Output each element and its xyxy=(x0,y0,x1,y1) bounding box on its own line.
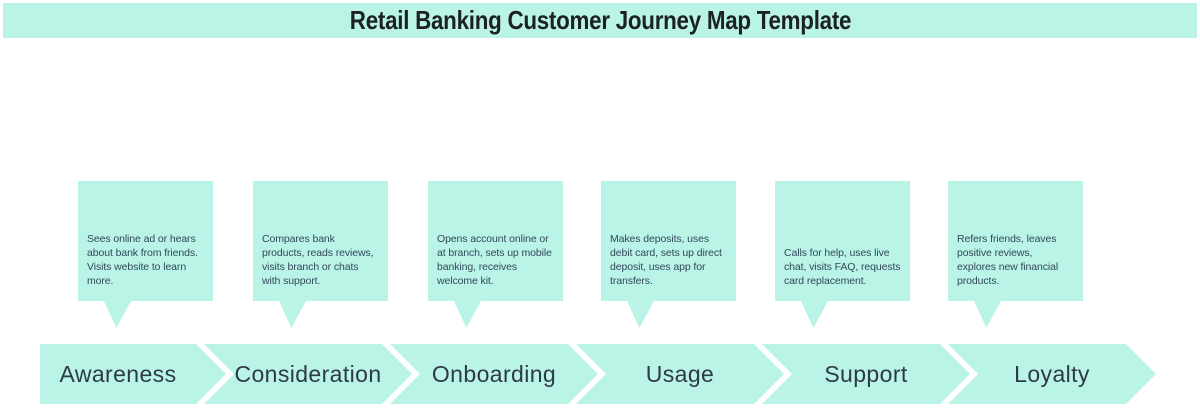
stage-support: Support xyxy=(762,344,970,404)
stage-label: Consideration xyxy=(234,360,382,387)
stage-label: Loyalty xyxy=(1014,360,1090,387)
callout-support: Calls for help, uses live chat, visits F… xyxy=(775,181,910,328)
callout-tail xyxy=(279,301,306,328)
stage-band: Awareness Consideration Onboarding Usage… xyxy=(0,344,1200,404)
title-bar: Retail Banking Customer Journey Map Temp… xyxy=(3,3,1197,38)
callout-text: Sees online ad or hears about bank from … xyxy=(87,232,198,287)
callout-text: Compares bank products, reads reviews, v… xyxy=(262,232,374,287)
callout-onboarding: Opens account online or at branch, sets … xyxy=(428,181,563,328)
callout-tail xyxy=(627,301,654,328)
stage-label: Onboarding xyxy=(431,360,557,387)
callout-tail xyxy=(454,301,481,328)
callout-text: Refers friends, leaves positive reviews,… xyxy=(957,232,1059,287)
page-title: Retail Banking Customer Journey Map Temp… xyxy=(349,5,851,35)
callout-usage: Makes deposits, uses debit card, sets up… xyxy=(601,181,736,328)
callout-consideration: Compares bank products, reads reviews, v… xyxy=(253,181,388,328)
callout-text: Calls for help, uses live chat, visits F… xyxy=(784,246,901,287)
callout-text: Makes deposits, uses debit card, sets up… xyxy=(610,232,722,287)
stage-label: Usage xyxy=(645,360,715,387)
callout-tail xyxy=(974,301,1001,328)
stage-onboarding: Onboarding xyxy=(390,344,598,404)
callout-tail xyxy=(104,301,131,328)
callout-text: Opens account online or at branch, sets … xyxy=(437,232,552,287)
stage-consideration: Consideration xyxy=(204,344,412,404)
callout-tail xyxy=(801,301,828,328)
stage-label: Support xyxy=(824,360,908,387)
stage-usage: Usage xyxy=(576,344,784,404)
stage-loyalty: Loyalty xyxy=(948,344,1156,404)
stage-label: Awareness xyxy=(59,360,177,387)
callout-awareness: Sees online ad or hears about bank from … xyxy=(78,181,213,328)
stage-awareness: Awareness xyxy=(40,344,226,404)
callout-loyalty: Refers friends, leaves positive reviews,… xyxy=(948,181,1083,328)
